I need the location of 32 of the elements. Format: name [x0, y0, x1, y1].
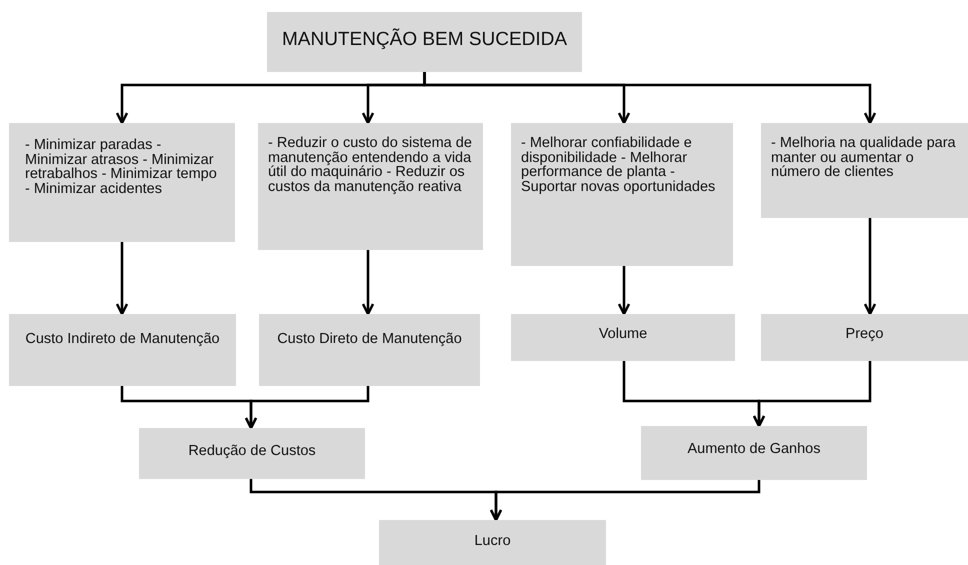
process-box — [9, 123, 235, 242]
process-box — [139, 428, 365, 479]
arrow — [752, 361, 872, 428]
box-text: Custo Direto de Manutenção — [276, 332, 463, 346]
process-box — [761, 123, 968, 218]
process-box — [511, 314, 735, 361]
process-box — [761, 314, 968, 361]
box-text: Lucro — [473, 534, 512, 548]
box-text: - Reduzir o custo do sistema de manutenção entendendo a vida útil do maquinário - Reduzir os custos da manutenção reativa — [268, 136, 473, 194]
arrow — [423, 72, 876, 124]
title-box — [267, 12, 582, 72]
title-text: MANUTENÇÃO BEM SUCEDIDA — [280, 29, 568, 52]
box-text: Volume — [598, 327, 648, 342]
arrow — [362, 250, 374, 316]
arrow — [618, 266, 630, 316]
process-box — [379, 520, 606, 565]
process-box — [259, 314, 480, 386]
arrow — [864, 218, 876, 316]
arrow — [244, 386, 370, 430]
box-text: - Melhorar confiabilidade e disponibilidade - Melhorar performance de planta - Suportar novas oportunidades — [521, 136, 716, 194]
process-box — [9, 314, 236, 386]
box-text: - Melhoria na qualidade para manter ou aumentar o número de clientes — [771, 136, 957, 180]
box-text: Redução de Custos — [187, 444, 317, 458]
arrow — [490, 480, 760, 522]
box-text: Aumento de Ganhos — [686, 442, 822, 456]
box-text: Custo Indireto de Manutenção — [24, 332, 221, 346]
process-box — [511, 123, 733, 266]
process-box — [641, 426, 867, 480]
box-text: - Minimizar paradas - Minimizar atrasos - Minimizar retrabalhos - Minimizar tempo - Minimizar acidentes — [25, 138, 218, 196]
box-text: Preço — [844, 327, 884, 342]
arrow — [116, 242, 128, 316]
process-box — [258, 123, 483, 250]
